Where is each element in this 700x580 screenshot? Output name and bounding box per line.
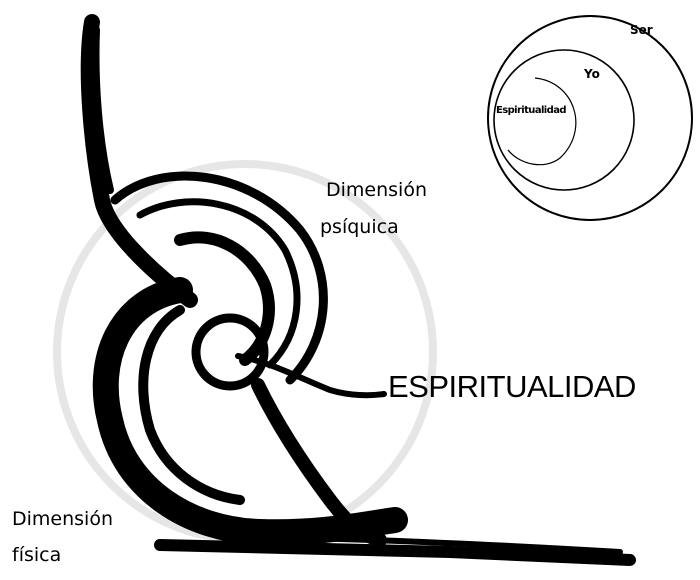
upper-brush-stroke bbox=[80, 14, 198, 308]
base-stroke bbox=[154, 539, 636, 566]
spirituality-label: ESPIRITUALIDAD bbox=[388, 369, 636, 404]
pointer-line bbox=[235, 353, 387, 399]
psychic-arc-middle bbox=[136, 198, 301, 369]
psychic-dimension-label-line2: psíquica bbox=[320, 216, 399, 238]
psychic-arc-outer bbox=[110, 171, 328, 385]
physical-dimension-label-line1: Dimensión bbox=[12, 508, 113, 530]
psychic-dimension-label-line1: Dimensión bbox=[326, 179, 427, 201]
physical-swirl-inner bbox=[138, 305, 245, 505]
lower-diagonal-stroke bbox=[251, 378, 387, 547]
physical-dimension-label-line2: física bbox=[12, 544, 62, 566]
base-stroke-2 bbox=[297, 535, 623, 555]
ser-circle bbox=[487, 15, 693, 221]
inset-nested-circles bbox=[487, 15, 693, 221]
inset-ser-label: Ser bbox=[630, 23, 653, 37]
inset-yo-label: Yo bbox=[584, 67, 600, 81]
physical-swirl-outer bbox=[92, 277, 408, 546]
inset-espiritualidad-label: Espiritualidad bbox=[496, 105, 567, 116]
spirit-core-circle bbox=[191, 313, 269, 391]
yo-circle bbox=[493, 49, 635, 191]
espiritualidad-arc bbox=[507, 77, 577, 166]
upper-brush-stroke-2 bbox=[91, 26, 114, 194]
